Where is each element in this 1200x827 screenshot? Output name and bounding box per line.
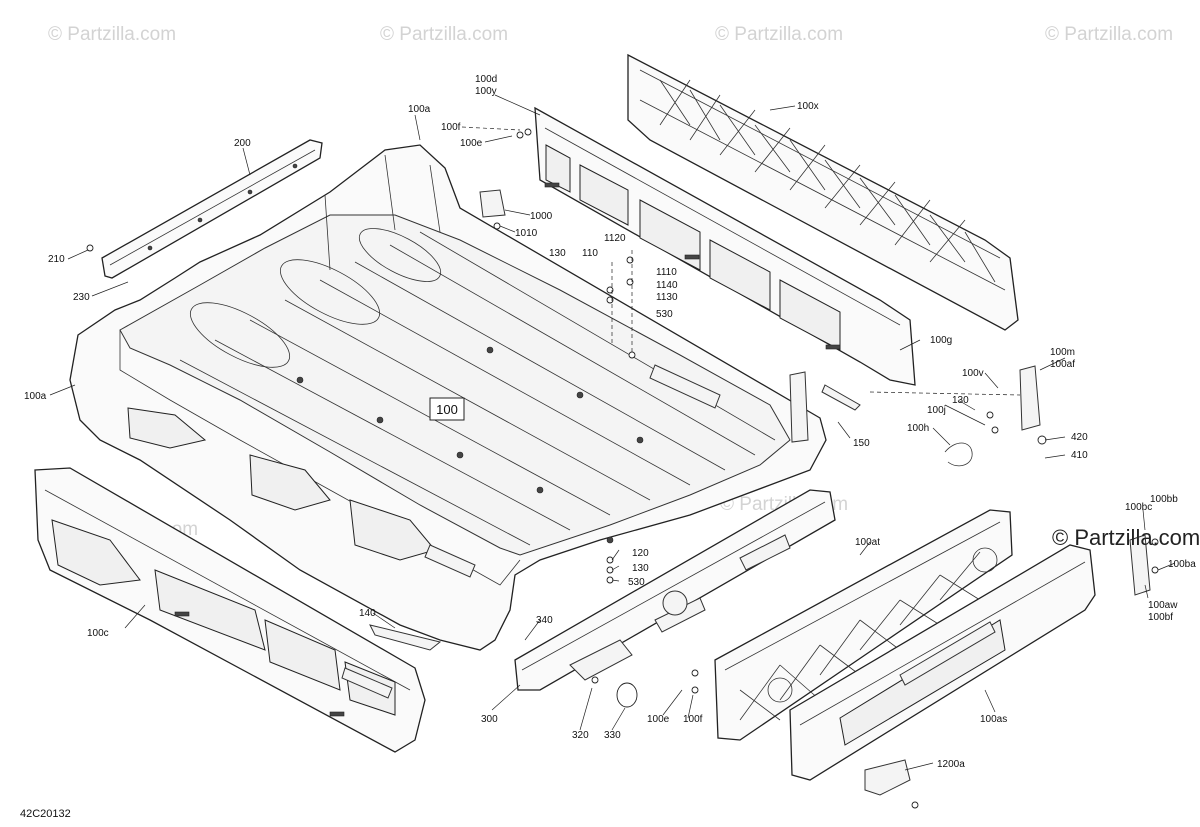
front-panel-drawing <box>534 106 916 386</box>
callout-230[interactable]: 230 <box>73 292 90 303</box>
callout-140[interactable]: 140 <box>359 608 376 619</box>
callout-1130[interactable]: 1130 <box>656 292 678 303</box>
callout-100y[interactable]: 100y <box>475 86 497 97</box>
callout-100bf[interactable]: 100bf <box>1148 612 1173 623</box>
callout-100j[interactable]: 100j <box>927 405 946 416</box>
callout-130[interactable]: 130 <box>952 395 969 406</box>
callout-410[interactable]: 410 <box>1071 450 1088 461</box>
callout-420[interactable]: 420 <box>1071 432 1088 443</box>
callout-100f[interactable]: 100f <box>441 122 461 133</box>
callout-100ba[interactable]: 100ba <box>1168 559 1196 570</box>
callout-100bb[interactable]: 100bb <box>1150 494 1178 505</box>
rear-frame-drawing <box>627 53 1019 331</box>
diagram-code: 42C20132 <box>20 808 71 820</box>
brand-watermark: © Partzilla.com <box>1052 525 1200 550</box>
tailgate-bar-drawing <box>514 489 836 708</box>
callout-330[interactable]: 330 <box>604 730 621 741</box>
tailgate-inner-drawing <box>714 509 1013 741</box>
callout-530[interactable]: 530 <box>656 309 673 320</box>
callout-100g[interactable]: 100g <box>930 335 952 346</box>
assembly-label: 100 <box>429 397 465 421</box>
left-panel-drawing <box>34 467 426 753</box>
callout-100f[interactable]: 100f <box>683 714 703 725</box>
callout-100as[interactable]: 100as <box>980 714 1007 725</box>
callout-100af[interactable]: 100af <box>1050 359 1075 370</box>
callout-100e[interactable]: 100e <box>460 138 483 149</box>
callout-100h[interactable]: 100h <box>907 423 929 434</box>
callout-100e[interactable]: 100e <box>647 714 670 725</box>
callout-100x[interactable]: 100x <box>797 101 819 112</box>
watermark: © Partzilla.com <box>48 24 176 45</box>
callout-100aw[interactable]: 100aw <box>1148 600 1178 611</box>
callout-100c[interactable]: 100c <box>87 628 109 639</box>
callout-150[interactable]: 150 <box>853 438 870 449</box>
callout-530[interactable]: 530 <box>628 577 645 588</box>
callout-100bc[interactable]: 100bc <box>1125 502 1152 513</box>
callout-100m[interactable]: 100m <box>1050 347 1075 358</box>
callout-120[interactable]: 120 <box>632 548 649 559</box>
callout-340[interactable]: 340 <box>536 615 553 626</box>
callout-130[interactable]: 130 <box>632 563 649 574</box>
hardware-drawing <box>86 128 1159 809</box>
callout-100d[interactable]: 100d <box>475 74 497 85</box>
callout-100v[interactable]: 100v <box>962 368 984 379</box>
callout-100a[interactable]: 100a <box>408 104 431 115</box>
watermark: © Partzilla.com <box>1045 24 1173 45</box>
callout-300[interactable]: 300 <box>481 714 498 725</box>
callout-320[interactable]: 320 <box>572 730 589 741</box>
callout-130[interactable]: 130 <box>549 248 566 259</box>
side-rail-drawing <box>101 139 323 279</box>
callout-1110[interactable]: 1110 <box>656 267 677 278</box>
callout-100at[interactable]: 100at <box>855 537 880 548</box>
callout-1120[interactable]: 1120 <box>604 233 626 244</box>
watermark: © Partzilla.com <box>715 24 843 45</box>
part-callouts: 200 210 230 100a 100a 100d 100y 100f 100… <box>24 74 1196 770</box>
callout-200[interactable]: 200 <box>234 138 251 149</box>
callout-110[interactable]: 110 <box>582 248 598 259</box>
callout-1140[interactable]: 1140 <box>656 280 678 291</box>
watermark: © Partzilla.com <box>380 24 508 45</box>
callout-1010[interactable]: 1010 <box>515 228 538 239</box>
callout-210[interactable]: 210 <box>48 254 65 265</box>
tailgate-outer-drawing <box>789 544 1096 781</box>
leader-lines <box>49 94 1176 771</box>
callout-1200a[interactable]: 1200a <box>937 759 965 770</box>
callout-1000[interactable]: 1000 <box>530 211 553 222</box>
assembly-label-text: 100 <box>436 402 458 417</box>
callout-100a[interactable]: 100a <box>24 391 47 402</box>
